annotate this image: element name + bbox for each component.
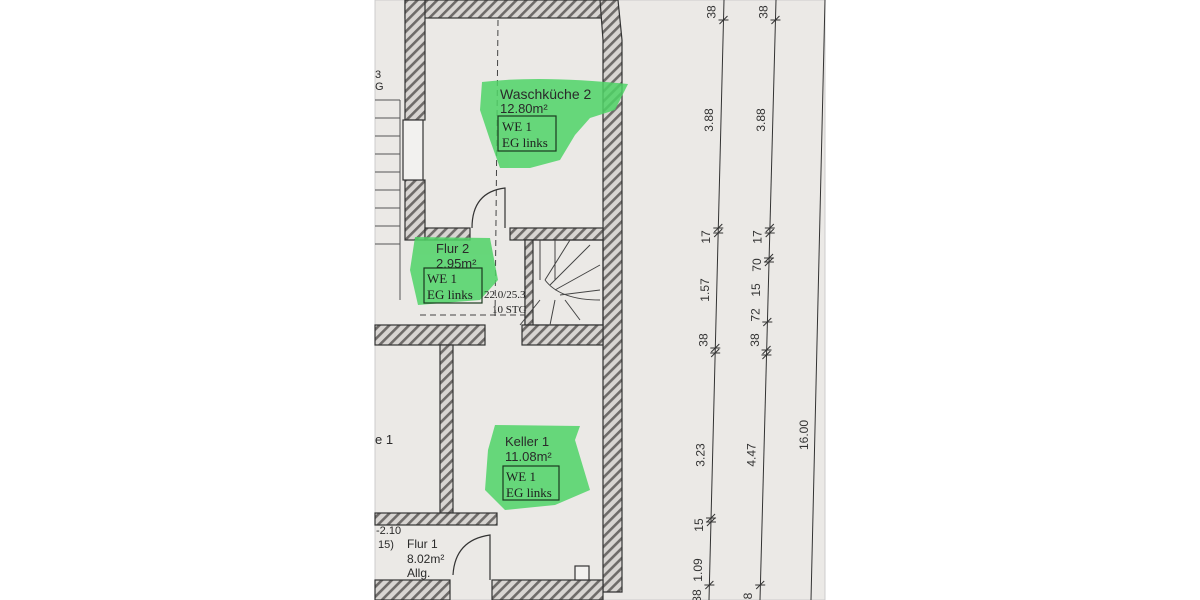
- dimension-label: 15: [692, 518, 706, 532]
- unit-label: WE 1: [502, 119, 532, 134]
- doors: [452, 187, 506, 580]
- dimension-tick: [713, 223, 724, 233]
- svg-text:G: G: [375, 81, 384, 93]
- room-flur-2: Flur 2 2.95m² WE 1 EG links: [423, 241, 483, 304]
- dimension-label: 17: [699, 230, 713, 244]
- stair-label: 22.0/25.3 10 STG: [484, 289, 527, 316]
- dimension-tick: [761, 345, 772, 355]
- dimension-label: 38: [757, 5, 771, 19]
- room-area: 2.95m²: [436, 256, 477, 271]
- dimension-label: 17: [751, 230, 765, 244]
- dimension-labels: 38 3.88 17 1.57 38 3.23 15 1.09 38 38 3.88 17 70 15 72…: [690, 5, 811, 600]
- dimension-tick: [755, 580, 766, 590]
- dimension-label: 38: [690, 589, 704, 600]
- svg-text:Allg.: Allg.: [407, 566, 430, 580]
- svg-text:22.0/25.3: 22.0/25.3: [484, 289, 526, 301]
- walls: [374, 0, 623, 600]
- dimension-tick: [770, 15, 781, 25]
- unit-label: WE 1: [506, 469, 536, 484]
- dimension-tick: [763, 257, 774, 267]
- dimension-tick: [713, 228, 724, 238]
- unit-label: WE 1: [427, 271, 457, 286]
- dimension-label: 3.88: [702, 108, 716, 132]
- dimension-label: 1.09: [691, 558, 705, 582]
- floor-label: EG links: [427, 287, 473, 302]
- dimension-tick: [705, 517, 716, 527]
- svg-text:8.02m²: 8.02m²: [407, 552, 444, 566]
- room-name: Keller 1: [505, 434, 549, 449]
- room-name: Flur 2: [436, 241, 469, 256]
- dimension-label: 38: [697, 333, 711, 347]
- svg-text:-2.10: -2.10: [376, 525, 401, 537]
- dimension-tick: [710, 348, 721, 358]
- svg-text:15): 15): [378, 539, 394, 551]
- room-area: 11.08m²: [505, 449, 552, 464]
- highlights: [410, 78, 628, 510]
- room-keller-1: Keller 1 11.08m² WE 1 EG links: [502, 434, 560, 501]
- left-stairs: [375, 99, 401, 300]
- dimension-label: 38: [748, 333, 762, 347]
- floor-label: EG links: [502, 135, 548, 150]
- dimension-tick: [761, 350, 772, 360]
- svg-text:e 1: e 1: [375, 432, 393, 447]
- dimension-label: 15: [749, 283, 763, 297]
- dimension-label: 3.23: [694, 443, 708, 467]
- dimension-label: 70: [750, 258, 764, 272]
- dimension-lines: [708, 0, 826, 600]
- room-waschkueche: Waschküche 2 12.80m² WE 1 EG links: [497, 86, 592, 152]
- dimension-tick: [718, 15, 729, 25]
- dimension-label: 1.57: [698, 278, 712, 302]
- fragments: e 1 -2.10 15) 3 G: [375, 69, 401, 551]
- dimension-tick: [710, 343, 721, 353]
- svg-text:10 STG: 10 STG: [492, 304, 527, 316]
- dimension-tick: [762, 317, 773, 327]
- svg-text:3: 3: [375, 69, 381, 81]
- room-area: 12.80m²: [500, 101, 548, 116]
- floor-label: EG links: [506, 485, 552, 500]
- dimension-label: 72: [748, 308, 762, 322]
- dimension-tick: [704, 580, 715, 590]
- dimension-label: 38: [705, 5, 719, 19]
- dimension-label: 3.88: [754, 108, 768, 132]
- spiral-stair: [519, 239, 601, 326]
- dimension-tick: [764, 223, 775, 233]
- dimension-tick: [764, 228, 775, 238]
- total-dimension-label: 16.00: [797, 420, 811, 450]
- room-name: Waschküche 2: [500, 86, 592, 102]
- room-flur-1: Flur 1 8.02m² Allg.: [407, 537, 444, 580]
- dimension-label: 4.47: [745, 443, 759, 467]
- svg-text:Flur 1: Flur 1: [407, 537, 438, 551]
- dimension-label: 8: [741, 592, 755, 599]
